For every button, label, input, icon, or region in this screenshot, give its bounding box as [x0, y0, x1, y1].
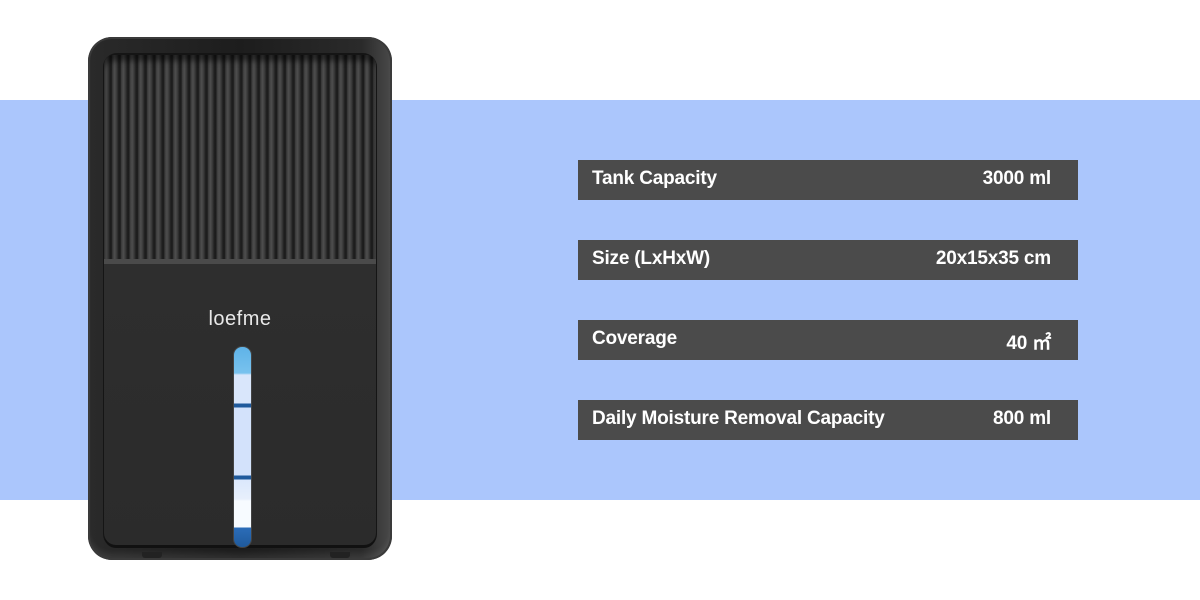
spec-value: 40 ㎡	[1006, 333, 1051, 354]
spec-label: Tank Capacity	[592, 168, 717, 189]
front-panel: loefme	[104, 264, 376, 548]
spec-label: Daily Moisture Removal Capacity	[592, 408, 885, 429]
spec-value: 20x15x35 cm	[935, 248, 1051, 269]
spec-row-coverage: Coverage 40 ㎡	[578, 320, 1078, 360]
vent-grille	[104, 55, 376, 263]
spec-row-tank-capacity: Tank Capacity 3000 ml	[578, 160, 1078, 200]
spec-value: 800 ml	[993, 408, 1051, 429]
brand-logo: loefme	[208, 308, 272, 330]
dehumidifier-product-image: loefme	[88, 37, 392, 560]
device-foot-right	[330, 552, 350, 558]
spec-label: Coverage	[592, 328, 677, 349]
spec-row-size: Size (LxHxW) 20x15x35 cm	[578, 240, 1078, 280]
water-level-window-icon	[233, 346, 252, 548]
device-foot-left	[142, 552, 162, 558]
spec-value: 3000 ml	[982, 168, 1052, 189]
spec-label: Size (LxHxW)	[592, 248, 710, 269]
spec-row-daily-removal: Daily Moisture Removal Capacity 800 ml	[578, 400, 1078, 440]
grille-ledge	[104, 259, 376, 264]
